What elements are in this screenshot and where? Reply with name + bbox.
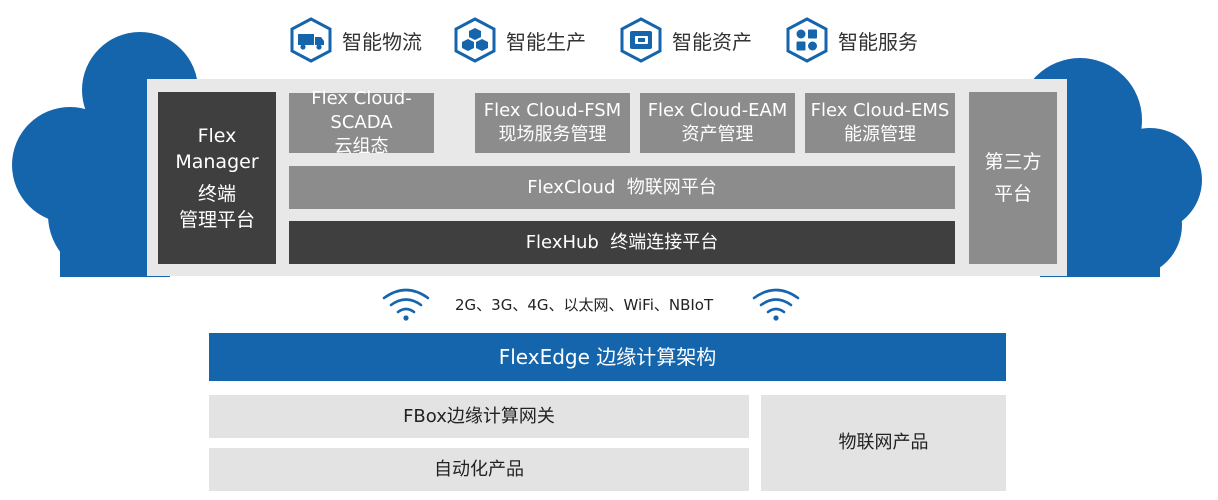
manager-line: 终端 [197, 183, 236, 205]
automation-products-box: 自动化产品 [209, 448, 749, 491]
app-service: 智能服务 [784, 16, 918, 64]
cloud-app-desc: 资产管理 [681, 124, 754, 145]
manager-line: Flex [197, 125, 237, 147]
cloud-app-fsm: Flex Cloud-FSM 现场服务管理 [475, 93, 630, 153]
fbox-label: FBox边缘计算网关 [403, 405, 555, 427]
cloud-app-desc: 现场服务管理 [498, 124, 607, 145]
flexedge-bar: FlexEdge 边缘计算架构 [209, 333, 1006, 381]
fbox-gateway-box: FBox边缘计算网关 [209, 395, 749, 438]
wifi-icon [752, 288, 800, 321]
truck-icon [290, 17, 332, 63]
cloud-app-eam: Flex Cloud-EAM 资产管理 [640, 93, 795, 153]
flexhub-label: FlexHub 终端连接平台 [525, 231, 719, 253]
flexedge-label: FlexEdge 边缘计算架构 [498, 345, 717, 369]
third-party-line: 平台 [993, 183, 1032, 205]
automation-label: 自动化产品 [434, 458, 524, 480]
app-label: 智能物流 [342, 29, 422, 54]
wallet-icon [620, 17, 662, 63]
iot-products-box: 物联网产品 [761, 395, 1006, 491]
flexcloud-bar: FlexCloud 物联网平台 [289, 166, 955, 209]
manager-line: Manager [175, 151, 259, 173]
app-production: 智能生产 [452, 16, 586, 64]
cloud-app-name: Flex Cloud-FSM [483, 100, 622, 121]
third-party-box: 第三方 平台 [969, 92, 1057, 264]
third-party-line: 第三方 [984, 151, 1042, 173]
app-logistics: 智能物流 [288, 16, 422, 64]
cloud-app-name: Flex Cloud-EAM [647, 100, 788, 121]
cloud-app-desc: 能源管理 [844, 124, 916, 145]
flexhub-bar: FlexHub 终端连接平台 [289, 221, 955, 264]
app-assets: 智能资产 [618, 16, 752, 64]
service-grid-icon [786, 17, 828, 63]
protocols-text: 2G、3G、4G、以太网、WiFi、NBIoT [455, 296, 714, 314]
flex-manager-box: Flex Manager 终端 管理平台 [158, 92, 276, 264]
cloud-app-ems: Flex Cloud-EMS 能源管理 [805, 93, 955, 153]
cloud-app-desc: 云组态 [334, 136, 389, 157]
cloud-app-name: Flex Cloud-SCADA [311, 88, 412, 133]
manager-line: 管理平台 [178, 209, 255, 231]
flexcloud-label: FlexCloud 物联网平台 [527, 176, 717, 198]
app-label: 智能服务 [838, 29, 918, 54]
wifi-icon [382, 288, 430, 321]
cloud-app-name: Flex Cloud-EMS [810, 100, 950, 121]
app-label: 智能生产 [506, 29, 586, 54]
cloud-app-scada: Flex Cloud-SCADA 云组态 [289, 88, 434, 157]
cubes-icon [454, 17, 496, 63]
iot-label: 物联网产品 [838, 432, 929, 453]
app-label: 智能资产 [672, 29, 752, 54]
